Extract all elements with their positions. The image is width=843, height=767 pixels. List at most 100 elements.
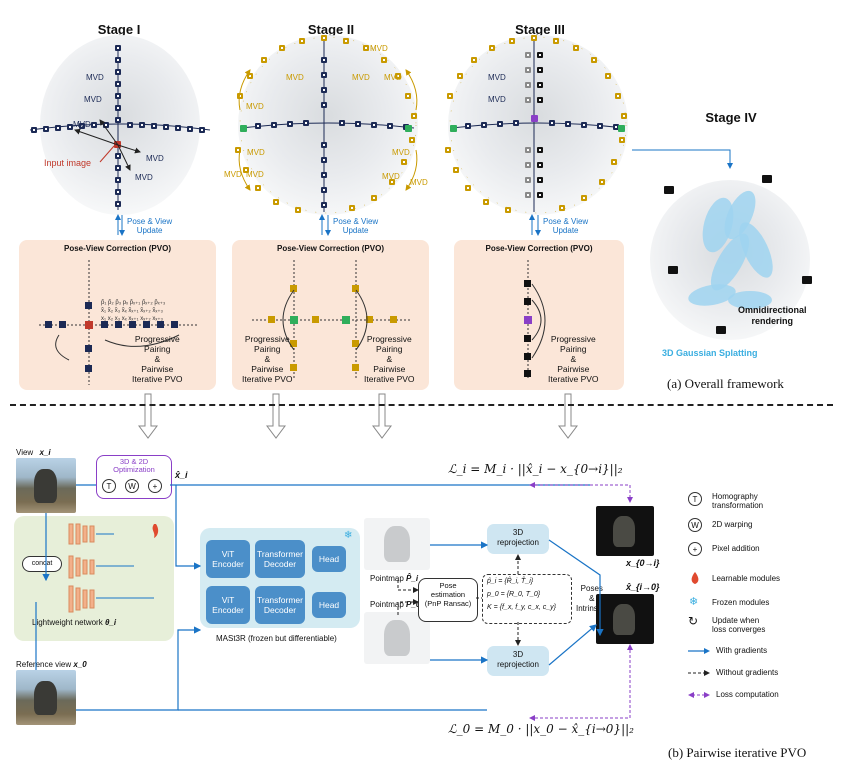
lightweight-network-box: concat Lightweight network θ_i (14, 516, 174, 641)
pvo-title-3: Pose-View Correction (PVO) (485, 244, 593, 253)
down-arrows (138, 393, 578, 439)
svg-text:x₁ x₂ x₃ xₓ xₓ₊₁ xₓ₊₂ xₓ₊₃: x₁ x₂ x₃ xₓ xₓ₊₁ xₓ₊₂ xₓ₊₃ (101, 316, 164, 322)
pixel-add-op-icon: + (148, 479, 162, 493)
caption-a: (a) Overall framework (667, 376, 784, 391)
pointmap-0-image (364, 612, 430, 664)
output-xhat-i0-image (596, 594, 654, 644)
omni-label: Omnidirectional rendering (738, 305, 807, 326)
head-2: Head (312, 592, 346, 618)
view-xi-text: View (16, 448, 34, 457)
warp-op-icon: W (125, 479, 139, 493)
solid-arrow-icon (688, 648, 710, 654)
fire-icon-net (152, 524, 159, 538)
loss-bottom: ℒ_0 = M_0 · ||x_0 − x̂_{i→0}||₂ (448, 722, 634, 736)
dashed-arrow-icon (688, 670, 710, 676)
gs-label: 3D Gaussian Splatting (662, 348, 758, 358)
opt-title: 3D & 2D Optimization (113, 457, 155, 474)
pose-view-update-1: Pose & View Update (127, 217, 173, 235)
purple-arrow-icon (688, 692, 710, 698)
lightweight-label: Lightweight network θ_i (32, 618, 117, 627)
eq-pi: p̂_i = {R̂_i, T̂_i} (487, 578, 534, 585)
vit-encoder-1: ViT Encoder (206, 540, 250, 578)
input-image-label: Input image (44, 158, 92, 168)
ref-image-x0 (16, 670, 76, 725)
progressive-label-3: Progressive Pairing & Pairwise Iterative… (548, 334, 599, 384)
ref-view-label: Reference view x_0 (16, 660, 87, 669)
section-divider (10, 404, 833, 406)
output-x0i-image (596, 506, 654, 556)
stage-1-cameras (29, 45, 211, 236)
pvo-title-1: Pose-View Correction (PVO) (64, 244, 171, 253)
caption-b: (b) Pairwise iterative PVO (668, 745, 807, 760)
reprojection-top: 3D reprojection (487, 524, 549, 554)
stage-3-cameras (445, 35, 627, 236)
bottom-connectors (35, 482, 633, 721)
mvd-label-s2-3: MVD (246, 102, 264, 111)
mvd-label-s2-8: MVD (382, 172, 400, 181)
homography-op-icon: T (102, 479, 116, 493)
xhat-i-label: x̂_i (175, 470, 188, 480)
mvd-label-s2-2: MVD (352, 73, 370, 82)
pose-params-box: p̂_i = {R̂_i, T̂_i} p_0 = {R_0, T_0} K =… (482, 574, 572, 624)
fire-icon (691, 572, 699, 584)
eq-k: K = {f_x, f_y, c_x, c_y} (487, 604, 556, 611)
stage-4-title: Stage IV (705, 110, 757, 125)
homography-icon: T (688, 492, 702, 506)
mvd-label-s2-1: MVD (286, 73, 304, 82)
view-xi-symbol: x_i (39, 448, 51, 457)
pvo-box-2: Pose-View Correction (PVO) Progressive P… (232, 240, 429, 390)
progressive-label-1: Progressive Pairing & Pairwise Iterative… (132, 334, 183, 384)
mvd-label-3: MVD (73, 120, 91, 129)
mvd-label-2: MVD (84, 95, 102, 104)
stage-4-gaussians (664, 175, 812, 334)
mvd-label-s2-9: MVD (370, 44, 388, 53)
stage-1-globe (40, 35, 200, 215)
progressive-label-2a: Progressive Pairing & Pairwise Iterative… (242, 334, 293, 384)
snowflake-icon-mast3r: ❄ (344, 530, 353, 541)
mvd-label-s3-2: MVD (488, 95, 506, 104)
x0i-label: x_{0→i} (626, 558, 660, 568)
stage-2-cameras (235, 35, 418, 236)
stage-camera-grid (29, 35, 812, 334)
stage-3-title: Stage III (515, 22, 565, 37)
mvd-label-4: MVD (146, 154, 164, 163)
mast3r-label: MASt3R (frozen but differentiable) (216, 634, 337, 643)
concat-node: concat (22, 556, 62, 572)
mvd-label-s2-7: MVD (392, 148, 410, 157)
transformer-decoder-2: Transformer Decoder (255, 586, 305, 624)
mast3r-box: ViT Encoder Transformer Decoder Head ViT… (200, 528, 360, 628)
warp-icon: W (688, 518, 702, 532)
svg-text:p̂₁ p̂₂ p̂₃ pₓ p̂ₓ₊₁ p̂ₓ₊₂: p̂₁ p̂₂ p̂₃ pₓ p̂ₓ₊₁ p̂ₓ₊₂ p̂ₓ₊₃ (101, 300, 166, 306)
mvd-label-s2-11: MVD (410, 178, 428, 187)
plus-icon: + (688, 542, 702, 556)
pointmap-i-image (364, 518, 430, 570)
mvd-label-s2-10: MVD (224, 170, 242, 179)
pointmap-i-label: Pointmap P̂_i (370, 574, 419, 583)
poses-intrinsics-label: Poses & Intrinsics (576, 584, 608, 613)
snowflake-icon: ❄ (689, 596, 699, 608)
view-xi-label: View x_i (16, 448, 51, 457)
eq-p0: p_0 = {R_0, T_0} (487, 591, 541, 598)
vit-encoder-2: ViT Encoder (206, 586, 250, 624)
pose-view-update-3: Pose & View Update (543, 217, 589, 235)
transformer-decoder-1: Transformer Decoder (255, 540, 305, 578)
head-1: Head (312, 546, 346, 572)
loop-icon: ↻ (688, 614, 699, 628)
mvd-label-5: MVD (135, 173, 153, 182)
pvo-box-1: Pose-View Correction (PVO) p̂₁ p̂₂ p̂₃ p… (19, 240, 216, 390)
mvd-label-s2-6: MVD (384, 73, 402, 82)
pvo-box-3: Pose-View Correction (PVO) Progressive P… (454, 240, 624, 390)
xhat-i0-label: x̂_{i→0} (626, 582, 660, 592)
mvd-label-1: MVD (86, 73, 104, 82)
mvd-label-s3-1: MVD (488, 73, 506, 82)
stage-2-title: Stage II (307, 22, 355, 37)
mvd-label-s2-4: MVD (247, 148, 265, 157)
loss-top: ℒ_i = M_i · ||x̂_i − x_{0→i}||₂ (448, 462, 623, 476)
svg-text:x̂₁ x̂₂ x̂₃ x̂ₓ x̂ₓ₊₁ x̂ₓ₊: x̂₁ x̂₂ x̂₃ x̂ₓ x̂ₓ₊₁ x̂ₓ₊₂ x̂ₓ₊₃ (101, 308, 164, 314)
pvo-title-2: Pose-View Correction (PVO) (277, 244, 384, 253)
progressive-label-2b: Progressive Pairing & Pairwise Iterative… (364, 334, 415, 384)
mvd-label-s2-5: MVD (246, 170, 264, 179)
optimization-box: 3D & 2D Optimization T W + (96, 455, 172, 499)
view-image-xi (16, 458, 76, 513)
pose-view-update-2: Pose & View Update (333, 217, 379, 235)
